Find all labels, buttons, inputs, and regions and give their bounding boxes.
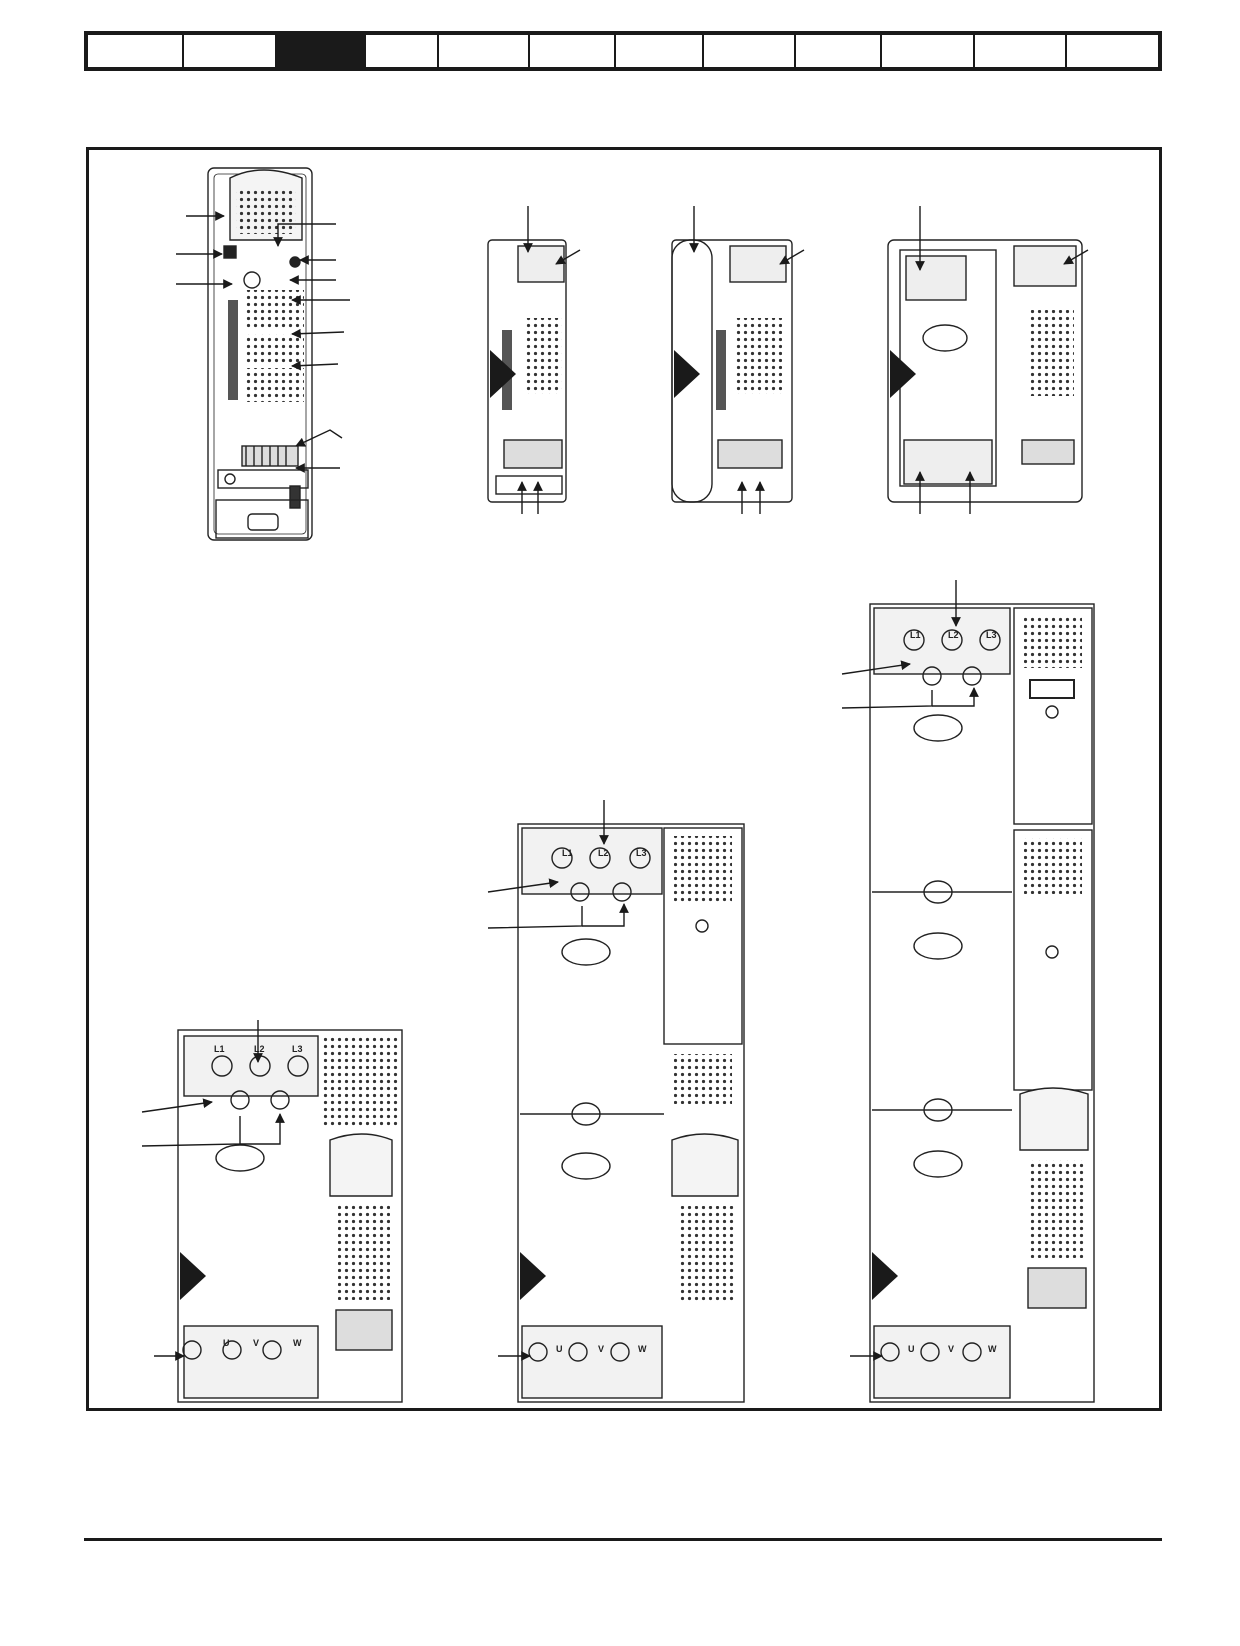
svg-text:U: U [908,1344,915,1354]
drive-size-5 [177,1029,403,1403]
svg-text:L1: L1 [214,1044,225,1054]
header-tab [616,35,704,67]
figure-frame [86,147,1162,1411]
drive-size-3 [671,239,793,503]
drive-size-2-callouts [517,206,581,514]
svg-text:L1: L1 [562,848,573,858]
header-tab-bar [84,31,1162,71]
svg-text:V: V [253,1338,259,1348]
svg-text:L2: L2 [598,848,609,858]
drive-size-1-callouts [176,211,350,473]
header-tab [366,35,439,67]
footer-rule [84,1538,1162,1541]
drive-size-4-callouts [915,206,1089,514]
header-tab [975,35,1067,67]
header-tab [796,35,882,67]
drive-size-4 [887,239,1083,503]
drive-size-2 [487,239,567,503]
svg-text:W: W [638,1344,647,1354]
drive-size-6-callouts [487,800,629,1361]
svg-text:W: W [293,1338,302,1348]
svg-text:V: V [948,1344,954,1354]
svg-text:U: U [556,1344,563,1354]
drive-size-7-labels: L1 L2 L3 U V W [908,630,997,1354]
svg-text:L3: L3 [292,1044,303,1054]
svg-text:W: W [988,1344,997,1354]
header-tab [88,35,184,67]
header-tab [184,35,277,67]
header-tab [439,35,530,67]
svg-text:L2: L2 [948,630,959,640]
svg-text:L3: L3 [636,848,647,858]
drive-size-1-overview [207,167,313,541]
drive-size-7 [869,603,1095,1403]
drive-size-6 [517,823,745,1403]
drive-size-6-labels: L1 L2 L3 U V W [556,848,647,1354]
svg-text:U: U [223,1338,230,1348]
svg-text:L3: L3 [986,630,997,640]
drive-size-7-callouts [841,580,979,1361]
svg-text:L2: L2 [254,1044,265,1054]
drive-size-3-callouts [689,206,805,514]
drive-size-5-labels: L1 L2 L3 U V W [214,1044,303,1348]
svg-text:L1: L1 [910,630,921,640]
svg-text:V: V [598,1344,604,1354]
header-tab [704,35,796,67]
header-tab [882,35,975,67]
header-tab [530,35,616,67]
drive-size-5-callouts [141,1020,285,1361]
header-tab-active [277,35,366,67]
